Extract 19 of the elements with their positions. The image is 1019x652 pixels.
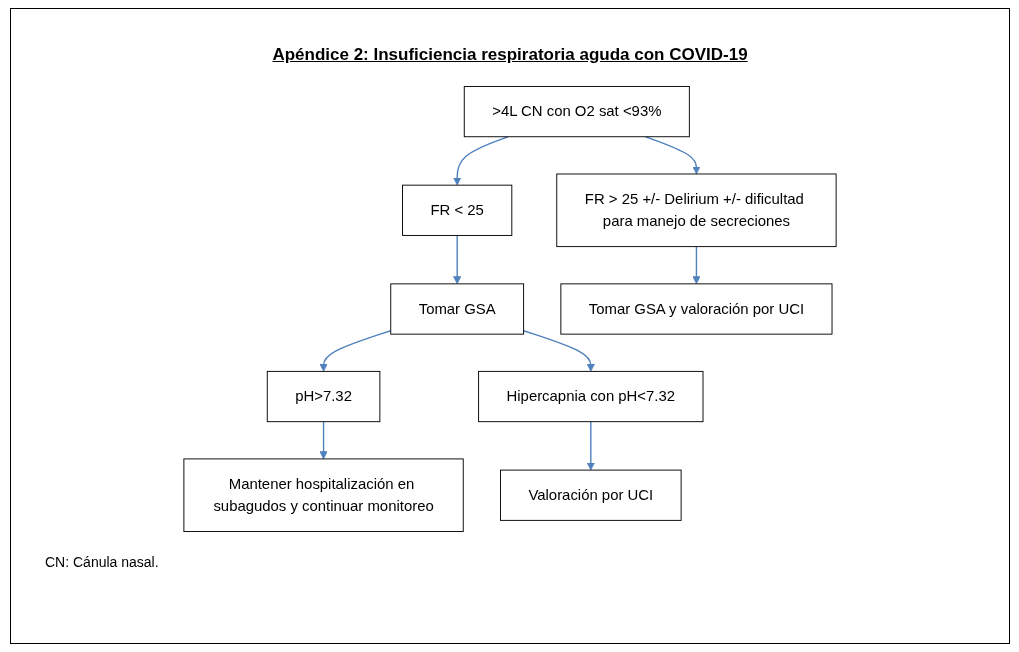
arrow xyxy=(644,136,701,175)
arrow xyxy=(319,420,328,460)
arrow xyxy=(453,234,462,285)
node-box: Tomar GSA xyxy=(390,283,525,335)
node-box: FR > 25 +/- Delirium +/- dificultad para manejo de secreciones xyxy=(556,173,837,248)
node-box: pH>7.32 xyxy=(266,370,381,423)
node-box: Valoración por UCI xyxy=(500,469,682,521)
arrow xyxy=(692,245,701,285)
arrow xyxy=(453,136,509,186)
node-box: Hipercapnia con pH<7.32 xyxy=(478,370,704,423)
note-text: CN: Cánula nasal. xyxy=(45,554,159,570)
arrow xyxy=(319,330,392,372)
node-box: Tomar GSA y valoración por UCI xyxy=(560,283,833,335)
arrow xyxy=(522,330,595,372)
title: Apéndice 2: Insuficiencia respiratoria aguda con COVID-19 xyxy=(271,45,749,65)
node-box: >4L CN con O2 sat <93% xyxy=(463,86,690,138)
arrow xyxy=(586,420,595,471)
node-box: FR < 25 xyxy=(402,184,513,236)
node-box: Mantener hospitalización en subagudos y continuar monitoreo xyxy=(183,458,464,532)
